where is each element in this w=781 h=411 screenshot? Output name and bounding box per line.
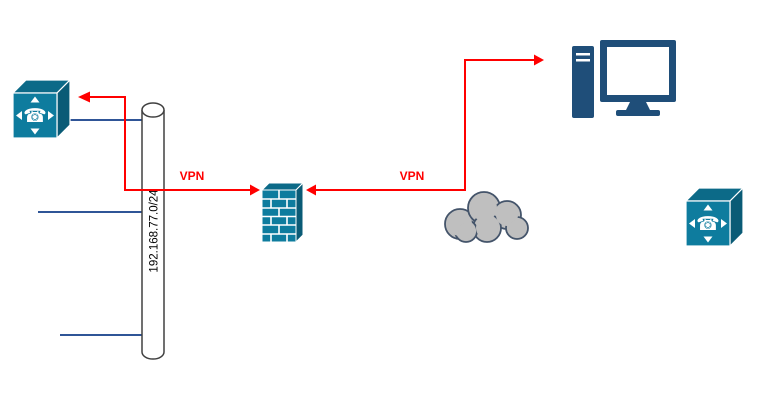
vpn-arrowhead-to-firewall-right [306,184,316,196]
vpn-path-right: VPN [306,54,544,196]
phone-icon: ☎ [696,214,720,235]
firewall-side-face [295,181,304,244]
arrow-right-icon [48,111,54,120]
subnet-label: 192.168.77.0/24 [149,189,161,273]
vpn-arrowhead-to-computer [534,54,544,66]
vpn-path-left: VPN [78,91,260,196]
tower-drive-slot [576,53,590,56]
cloud-fill-layer [448,195,525,239]
arrow-up-icon [703,204,713,211]
arrow-down-icon [703,236,713,243]
arrow-down-icon [30,128,40,135]
monitor-screen [607,47,669,95]
pipe-body [141,110,165,360]
tower-drive-slot [576,59,590,62]
subnet-bus-pipe: 192.168.77.0/24 [141,102,165,360]
arrow-left-icon [16,111,22,120]
pipe-top-rim [141,102,165,118]
voice-gateway-right: ☎ [684,186,745,248]
computer-tower [572,46,594,118]
firewall [260,181,305,244]
desktop-computer [572,40,676,118]
monitor-base [616,110,660,116]
arrow-left-icon [689,219,695,228]
internet-cloud [444,191,529,243]
lan-segments [38,119,153,336]
phone-icon: ☎ [23,106,47,127]
vpn-arrowhead-to-firewall [250,184,260,196]
vpn-line-left [90,96,252,191]
monitor-stand [626,102,650,110]
arrow-up-icon [30,96,40,103]
voice-gateway-left: ☎ [11,78,72,140]
brick-mortar-vertical [270,190,288,242]
vpn-label-left: VPN [180,169,205,183]
vpn-label-right: VPN [400,169,425,183]
vpn-line-right [314,59,536,191]
vpn-arrowhead-to-gateway [78,91,90,103]
arrow-right-icon [721,219,727,228]
